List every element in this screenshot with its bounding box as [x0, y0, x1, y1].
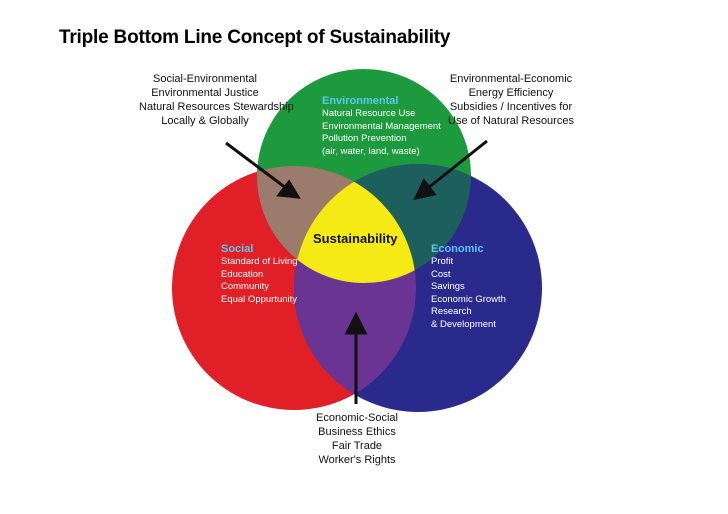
economic-item: Cost [431, 268, 451, 280]
economic-item: Research [431, 306, 472, 318]
economic-item: Savings [431, 281, 465, 293]
arrowhead-economic-social [344, 311, 368, 335]
social-item: Equal Oppurtunity [221, 293, 298, 305]
economic-region-text: Economic Profit Cost Savings Economic Gr… [431, 242, 506, 332]
callout-environmental-economic: Environmental-Economic Energy Efficiency… [448, 72, 574, 128]
callout-line: Use of Natural Resources [448, 115, 574, 127]
arrow-social-environmental [225, 141, 287, 190]
social-heading: Social [221, 243, 254, 255]
sustainability-overlap [294, 166, 416, 283]
callout-line: Locally & Globally [161, 115, 249, 127]
environmental-heading: Environmental [322, 95, 399, 107]
callout-line: Energy Efficiency [468, 87, 554, 99]
economic-item: Profit [431, 256, 454, 267]
callout-line: Fair Trade [331, 440, 383, 452]
environmental-item: Natural Resource Use [322, 108, 416, 119]
callout-line: Business Ethics [318, 426, 396, 438]
arrowhead-environmental-economic [413, 178, 437, 201]
callout-social-environmental: Social-Environmental Environmental Justi… [139, 72, 294, 128]
economic-heading: Economic [431, 243, 484, 255]
callout-line: Social-Environmental [153, 73, 257, 85]
environmental-item: Environmental Management [322, 120, 441, 132]
page-title: Triple Bottom Line Concept of Sustainabi… [59, 27, 451, 48]
environmental-item: (air, water, land, waste) [322, 145, 420, 157]
callout-economic-social: Economic-Social Business Ethics Fair Tra… [302, 411, 412, 467]
callout-line: Environmental-Economic [449, 73, 573, 85]
economic-item: & Development [431, 318, 496, 330]
social-item: Community [221, 281, 270, 293]
callout-line: Worker's Rights [318, 454, 396, 466]
economic-item: Economic Growth [431, 293, 506, 305]
social-item: Education [221, 268, 264, 280]
arrow-environmental-economic [427, 139, 488, 190]
social-region-text: Social Standard of Living Education Comm… [221, 242, 298, 306]
environmental-region-text: Environmental Natural Resource Use Envir… [322, 94, 441, 158]
environmental-item: Pollution Prevention [322, 133, 407, 145]
callout-line: Natural Resources Stewardship [139, 101, 294, 113]
sustainability-label: Sustainability [313, 231, 398, 246]
callout-line: Subsidies / Incentives for [449, 101, 573, 113]
callout-line: Economic-Social [316, 412, 398, 424]
callout-line: Environmental Justice [151, 87, 259, 99]
social-item: Standard of Living [221, 256, 298, 267]
arrowhead-social-environmental [276, 179, 301, 199]
